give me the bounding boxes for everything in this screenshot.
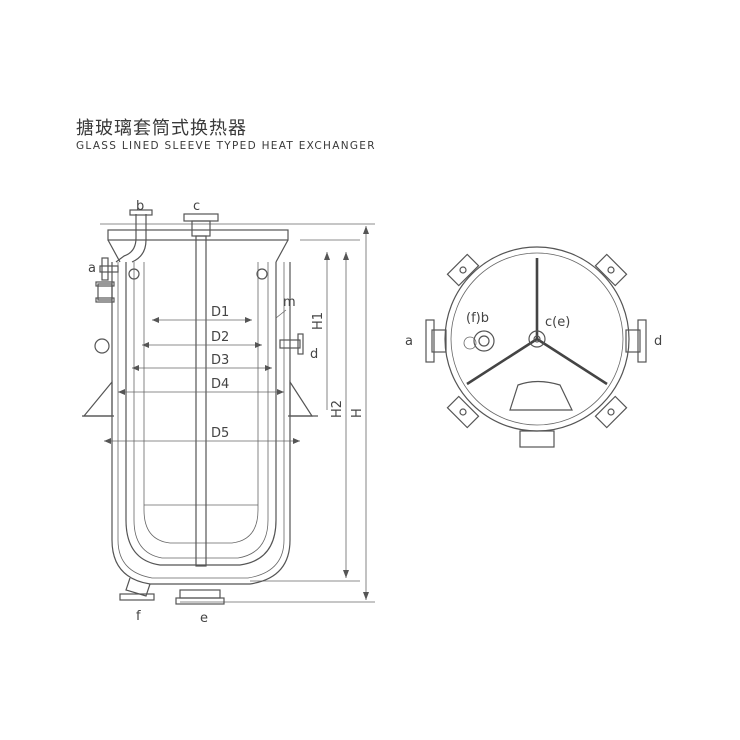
top-label-ce: c(e) [545,315,570,330]
title-english: GLASS LINED SLEEVE TYPED HEAT EXCHANGER [76,140,376,152]
label-d3: D3 [211,353,229,368]
top-label-fb: (f)b [466,311,489,326]
label-d4: D4 [211,377,229,392]
label-c: c [193,199,200,214]
label-f: f [136,609,141,624]
height-dimensions [324,226,369,600]
title-chinese: 搪玻璃套筒式换热器 [76,118,247,139]
label-d2: D2 [211,330,229,345]
label-b: b [136,199,144,214]
label-m: m [283,295,296,310]
label-d5: D5 [211,426,229,441]
label-d1: D1 [211,305,229,320]
label-a: a [88,261,96,276]
label-h: H [350,408,365,418]
front-view: b c a m d f e D1 D2 D3 D4 D5 H1 H2 H [82,199,375,626]
label-h2: H2 [330,400,345,418]
top-label-d: d [654,334,662,349]
label-d: d [310,347,318,362]
diameter-dimensions [104,317,300,444]
label-e: e [200,611,208,626]
top-view: a d (f)b c(e) [405,246,662,448]
label-h1: H1 [311,312,326,330]
top-label-a: a [405,334,413,349]
